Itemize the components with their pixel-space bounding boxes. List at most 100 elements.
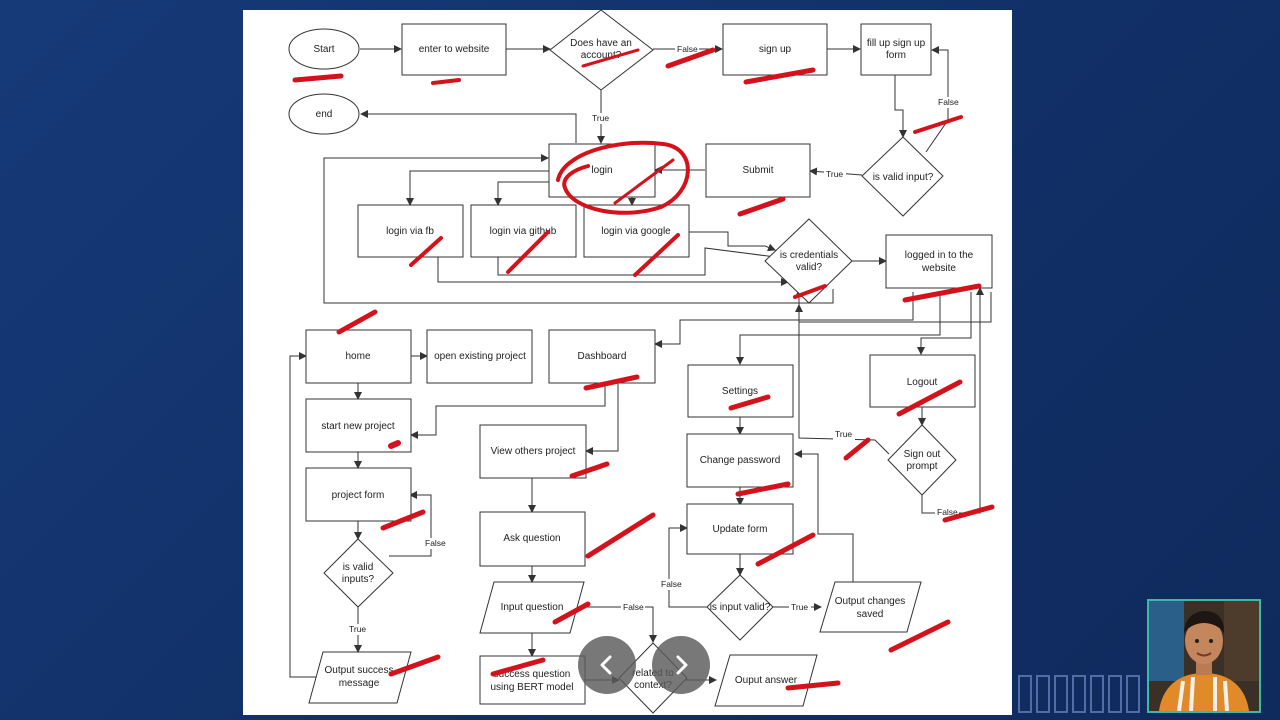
node-login-github bbox=[470, 204, 577, 258]
previous-slide-button[interactable] bbox=[578, 636, 636, 694]
label-start: Start bbox=[313, 44, 334, 55]
node-has-account bbox=[549, 10, 654, 91]
red-annotations bbox=[292, 47, 995, 691]
node-output-changes bbox=[819, 581, 922, 633]
label-settings: Settings bbox=[722, 386, 758, 397]
label-valid-inputs-2: inputs? bbox=[342, 574, 375, 585]
node-home bbox=[305, 329, 412, 384]
node-settings bbox=[687, 364, 794, 418]
annotation-mark bbox=[942, 504, 995, 523]
node-submit bbox=[705, 143, 811, 198]
label-signout-2: prompt bbox=[906, 461, 937, 472]
edge-github-cred bbox=[497, 247, 784, 276]
annotation-mark bbox=[843, 437, 871, 461]
annotation-mark bbox=[728, 394, 771, 411]
node-valid-input bbox=[861, 136, 944, 217]
chevron-left-icon bbox=[600, 655, 612, 675]
edge-label-false-6: False bbox=[661, 579, 682, 589]
annotation-mark bbox=[755, 532, 816, 567]
label-output-answer: Ouput answer bbox=[735, 675, 798, 686]
edge-label-false-1: False bbox=[677, 44, 698, 54]
label-signout-1: Sign out bbox=[904, 449, 941, 460]
annotation-mark bbox=[490, 657, 546, 677]
annotation-mark bbox=[409, 236, 443, 267]
label-has-account-1: Does have an bbox=[570, 38, 632, 49]
edge-logged-settings bbox=[736, 292, 941, 365]
label-success-question-1: success question bbox=[494, 669, 571, 680]
edge-label-false-3: False bbox=[937, 507, 958, 517]
node-logged-in bbox=[885, 234, 993, 289]
label-output-success-2: message bbox=[339, 678, 380, 689]
node-valid-inputs bbox=[323, 538, 394, 608]
edge-google-cred bbox=[689, 231, 776, 252]
decorative-blocks bbox=[1018, 675, 1140, 713]
edge-label-true-4: True bbox=[349, 624, 366, 634]
label-project-form: project form bbox=[332, 490, 385, 501]
node-dashboard bbox=[548, 329, 656, 384]
node-update-form bbox=[686, 503, 794, 555]
label-has-account-2: account? bbox=[581, 50, 622, 61]
label-is-input-valid: is input valid? bbox=[710, 602, 771, 613]
next-slide-button[interactable] bbox=[652, 636, 710, 694]
label-success-question-2: using BERT model bbox=[490, 682, 573, 693]
node-signout-prompt bbox=[887, 424, 957, 496]
edge-label-true-3: True bbox=[835, 429, 852, 439]
annotation-mark bbox=[336, 309, 378, 335]
node-is-input-valid bbox=[706, 574, 774, 641]
edge-label-false-2: False bbox=[938, 97, 959, 107]
node-enter-website bbox=[401, 23, 507, 76]
node-output-answer bbox=[714, 654, 818, 707]
label-valid-inputs-1: is valid bbox=[343, 562, 374, 573]
node-open-existing bbox=[426, 329, 533, 384]
label-enter-website: enter to website bbox=[419, 44, 490, 55]
annotation-mark bbox=[388, 654, 441, 677]
edge-label-true-2: True bbox=[826, 169, 843, 179]
edge-valid-false-form bbox=[389, 491, 432, 557]
edge-fillup-valid bbox=[894, 74, 907, 138]
label-change-password: Change password bbox=[700, 455, 781, 466]
edge-label-false-5: False bbox=[623, 602, 644, 612]
label-related-2: context? bbox=[634, 680, 672, 691]
edge-login-end bbox=[360, 110, 577, 143]
annotation-mark bbox=[431, 78, 461, 85]
flowchart-connectors bbox=[289, 45, 992, 684]
label-valid-input: is valid input? bbox=[873, 172, 934, 183]
label-dashboard: Dashboard bbox=[578, 351, 627, 362]
label-logged-2: website bbox=[921, 263, 956, 274]
presenter-webcam bbox=[1147, 599, 1261, 713]
annotation-mark bbox=[743, 67, 816, 85]
label-open-existing: open existing project bbox=[434, 351, 526, 362]
edge-logged-logout bbox=[917, 292, 972, 355]
node-output-success bbox=[308, 651, 412, 704]
node-ask-question bbox=[479, 511, 586, 567]
edge-changes-change bbox=[794, 450, 854, 590]
annotation-mark bbox=[569, 461, 610, 479]
chevron-right-icon bbox=[676, 655, 688, 675]
label-start-new: start new project bbox=[321, 421, 395, 432]
label-login: login bbox=[591, 165, 612, 176]
label-fill-up-1: fill up sign up bbox=[867, 38, 926, 49]
annotation-mark bbox=[581, 48, 640, 68]
annotation-mark bbox=[506, 230, 550, 274]
edge-valid-false-update bbox=[668, 524, 708, 608]
node-fill-up bbox=[860, 23, 932, 76]
label-login-fb: login via fb bbox=[386, 226, 434, 237]
edge-login-fb bbox=[406, 170, 550, 206]
annotation-mark bbox=[793, 284, 827, 299]
edge-logged-dashboard bbox=[654, 292, 914, 348]
label-view-others: View others project bbox=[491, 446, 576, 457]
label-cred-2: valid? bbox=[796, 262, 823, 273]
edge-label-true-1: True bbox=[592, 113, 609, 123]
annotation-mark bbox=[388, 440, 401, 449]
node-change-password bbox=[686, 433, 794, 488]
node-labels: Start end enter to website Does have an … bbox=[313, 38, 973, 693]
label-update-form: Update form bbox=[712, 524, 767, 535]
annotation-mark bbox=[583, 374, 640, 391]
node-sign-up bbox=[722, 23, 828, 76]
edge-label-false-4: False bbox=[425, 538, 446, 548]
presenter-avatar bbox=[1149, 601, 1259, 711]
node-view-others bbox=[479, 424, 587, 479]
annotation-mark bbox=[737, 196, 786, 217]
annotation-mark bbox=[613, 158, 675, 205]
annotation-mark bbox=[585, 512, 656, 559]
